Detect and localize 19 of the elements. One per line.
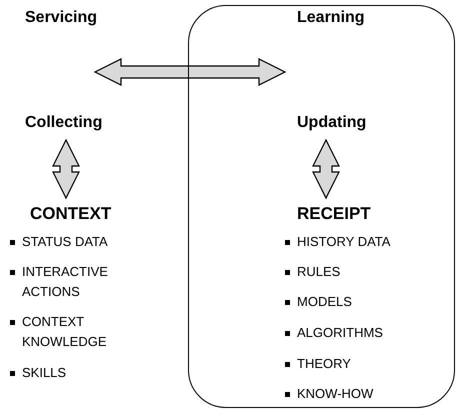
list-item: MODELS <box>297 293 353 311</box>
heading: Collecting <box>25 114 104 132</box>
list-item: KNOW-HOW <box>297 385 374 403</box>
heading: Servicing <box>25 9 98 27</box>
double-arrow <box>312 138 340 200</box>
list-item: SKILLS <box>22 364 68 382</box>
list-item: INTERACTIVE ACTIONS <box>22 263 109 301</box>
list-item: THEORY <box>297 355 352 373</box>
heading: CONTEXT <box>30 204 112 224</box>
list-item: STATUS DATA <box>22 233 109 251</box>
heading: Updating <box>297 114 368 132</box>
heading: Learning <box>297 9 366 27</box>
list-item: CONTEXT KNOWLEDGE <box>22 313 108 351</box>
heading: RECEIPT <box>297 204 372 224</box>
double-arrow <box>52 138 80 200</box>
list-item: HISTORY DATA <box>297 233 392 251</box>
double-arrow <box>94 58 286 86</box>
list-item: ALGORITHMS <box>297 324 384 342</box>
list-item: RULES <box>297 263 342 281</box>
